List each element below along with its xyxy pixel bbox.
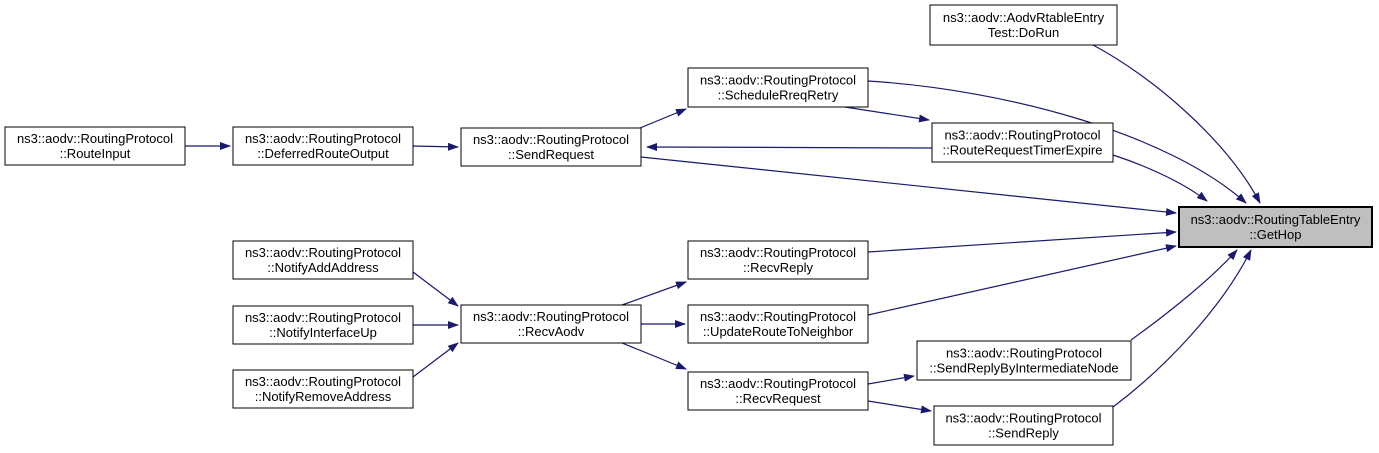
- node-box-notify-interface-up: [232, 305, 414, 345]
- node-label-get-hop: ns3::aodv::RoutingTableEntry::GetHop: [1191, 212, 1361, 242]
- edge-recv-request-to-send-reply-by-intermediate-node: [867, 373, 915, 385]
- edge-route-request-timer-expire-to-get-hop: [1112, 154, 1208, 202]
- node-label-schedule-rreq-retry: ns3::aodv::RoutingProtocol::ScheduleRreq…: [700, 73, 856, 103]
- node-schedule-rreq-retry[interactable]: ns3::aodv::RoutingProtocol::ScheduleRreq…: [687, 67, 869, 108]
- node-route-request-timer-expire[interactable]: ns3::aodv::RoutingProtocol::RouteRequest…: [931, 122, 1114, 163]
- node-label-notify-remove-address: ns3::aodv::RoutingProtocol::NotifyRemove…: [245, 374, 401, 404]
- edge-recv-request-to-send-reply: [867, 400, 932, 414]
- edge-recv-aodv-to-recv-request: [621, 342, 687, 370]
- edge-send-reply-by-intermediate-node-to-get-hop: [1130, 249, 1238, 341]
- node-box-update-route-to-neighbor: [687, 304, 869, 344]
- node-update-route-to-neighbor[interactable]: ns3::aodv::RoutingProtocol::UpdateRouteT…: [687, 304, 869, 344]
- edge-recv-reply-to-get-hop: [867, 228, 1177, 253]
- node-get-hop[interactable]: ns3::aodv::RoutingTableEntry::GetHop: [1178, 206, 1373, 248]
- node-box-schedule-rreq-retry: [687, 67, 869, 108]
- edge-send-request-to-get-hop: [640, 156, 1177, 216]
- edge-deferred-route-output-to-send-request: [412, 142, 459, 151]
- node-recv-request[interactable]: ns3::aodv::RoutingProtocol::RecvRequest: [687, 371, 869, 411]
- edge-send-request-to-schedule-rreq-retry: [639, 108, 687, 129]
- node-send-request[interactable]: ns3::aodv::RoutingProtocol::SendRequest: [460, 127, 642, 167]
- node-deferred-route-output[interactable]: ns3::aodv::RoutingProtocol::DeferredRout…: [232, 126, 414, 166]
- node-label-route-request-timer-expire: ns3::aodv::RoutingProtocol::RouteRequest…: [943, 128, 1103, 158]
- node-recv-aodv[interactable]: ns3::aodv::RoutingProtocol::RecvAodv: [460, 304, 642, 344]
- edge-send-reply-to-get-hop: [1112, 249, 1252, 408]
- node-box-deferred-route-output: [232, 126, 414, 166]
- node-recv-reply[interactable]: ns3::aodv::RoutingProtocol::RecvReply: [687, 240, 869, 280]
- edge-recv-aodv-to-recv-reply: [621, 281, 687, 306]
- node-send-reply-by-intermediate-node[interactable]: ns3::aodv::RoutingProtocol::SendReplyByI…: [916, 340, 1132, 381]
- node-label-send-reply: ns3::aodv::RoutingProtocol::SendReply: [945, 411, 1101, 441]
- node-label-deferred-route-output: ns3::aodv::RoutingProtocol::DeferredRout…: [245, 131, 401, 161]
- node-box-get-hop: [1178, 206, 1373, 248]
- node-box-aodv-rtable-entry-test-do-run: [929, 4, 1118, 46]
- node-box-send-reply: [933, 405, 1114, 446]
- edge-schedule-rreq-retry-to-route-request-timer-expire: [844, 106, 930, 123]
- node-box-route-input: [4, 126, 186, 166]
- node-box-route-request-timer-expire: [931, 122, 1114, 163]
- node-box-recv-request: [687, 371, 869, 411]
- node-label-notify-interface-up: ns3::aodv::RoutingProtocol::NotifyInterf…: [245, 310, 401, 340]
- edge-schedule-rreq-retry-to-get-hop: [867, 80, 1247, 204]
- edge-notify-remove-address-to-recv-aodv: [412, 342, 459, 378]
- edge-aodv-rtable-entry-test-do-run-to-get-hop: [1092, 44, 1261, 204]
- node-box-notify-add-address: [232, 240, 414, 280]
- node-box-notify-remove-address: [232, 369, 414, 409]
- node-box-send-request: [460, 127, 642, 167]
- node-label-update-route-to-neighbor: ns3::aodv::RoutingProtocol::UpdateRouteT…: [700, 309, 856, 339]
- node-notify-add-address[interactable]: ns3::aodv::RoutingProtocol::NotifyAddAdd…: [232, 240, 414, 280]
- node-label-notify-add-address: ns3::aodv::RoutingProtocol::NotifyAddAdd…: [245, 245, 401, 275]
- node-route-input[interactable]: ns3::aodv::RoutingProtocol::RouteInput: [4, 126, 186, 166]
- node-label-send-reply-by-intermediate-node: ns3::aodv::RoutingProtocol::SendReplyByI…: [929, 346, 1118, 376]
- edge-route-request-timer-expire-to-send-request: [646, 143, 933, 152]
- node-label-recv-aodv: ns3::aodv::RoutingProtocol::RecvAodv: [473, 309, 629, 339]
- node-notify-remove-address[interactable]: ns3::aodv::RoutingProtocol::NotifyRemove…: [232, 369, 414, 409]
- edge-update-route-to-neighbor-to-get-hop: [867, 244, 1177, 316]
- node-box-recv-reply: [687, 240, 869, 280]
- node-box-recv-aodv: [460, 304, 642, 344]
- node-label-recv-reply: ns3::aodv::RoutingProtocol::RecvReply: [700, 245, 856, 275]
- node-notify-interface-up[interactable]: ns3::aodv::RoutingProtocol::NotifyInterf…: [232, 305, 414, 345]
- node-label-recv-request: ns3::aodv::RoutingProtocol::RecvRequest: [700, 376, 856, 406]
- node-label-send-request: ns3::aodv::RoutingProtocol::SendRequest: [473, 132, 629, 162]
- node-box-send-reply-by-intermediate-node: [916, 340, 1132, 381]
- node-label-route-input: ns3::aodv::RoutingProtocol::RouteInput: [17, 131, 173, 161]
- edge-notify-add-address-to-recv-aodv: [412, 271, 459, 307]
- node-send-reply[interactable]: ns3::aodv::RoutingProtocol::SendReply: [933, 405, 1114, 446]
